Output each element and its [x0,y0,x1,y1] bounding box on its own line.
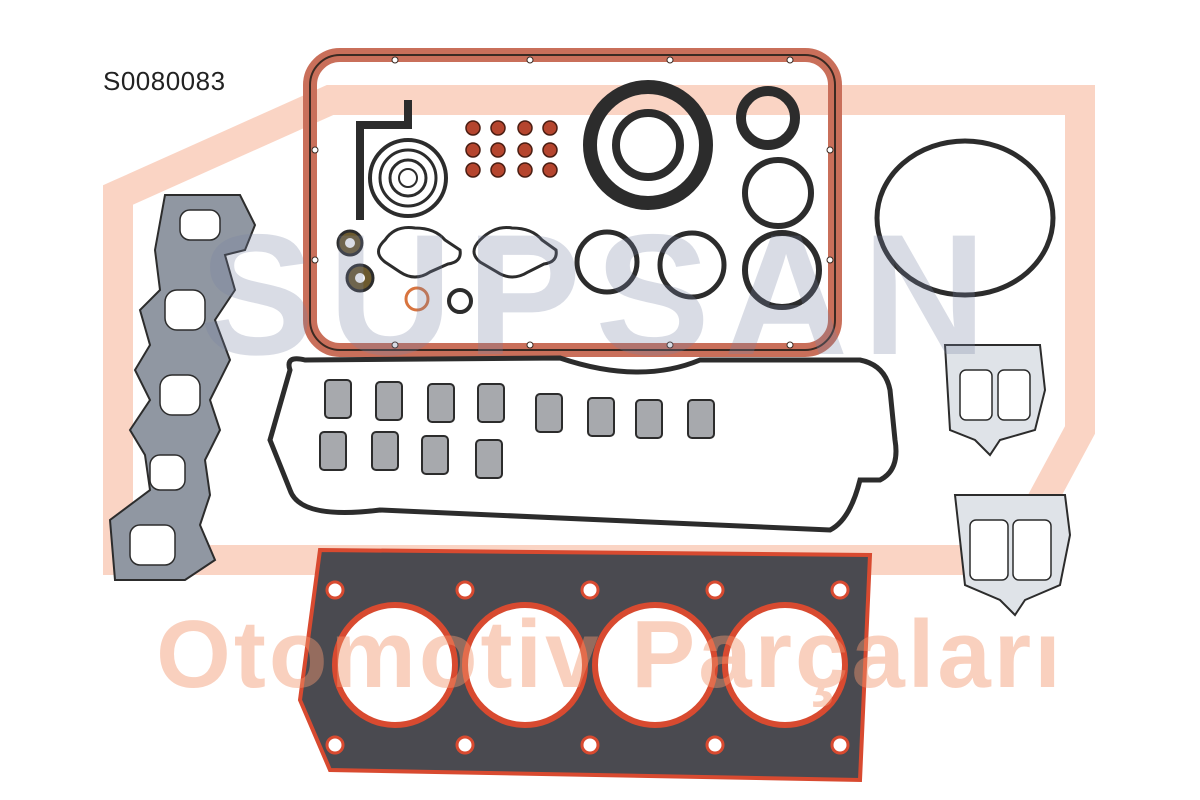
valve-cover-gasket [267,355,899,533]
large-o-ring [874,138,1056,298]
crankshaft-seal [583,80,713,210]
middle-o-rings [574,229,727,300]
seal-strip [356,100,412,220]
small-seals [336,229,473,314]
o-ring-set [368,138,448,218]
part-number-label: S0080083 [103,66,226,96]
camshaft-seal [736,86,800,150]
o-ring-column [742,157,822,310]
valve-clips [319,379,715,479]
watermark-tagline: Otomotiv Parçaları [156,601,1064,708]
flange-gaskets [377,226,558,279]
watermark-brand: SUPSAN [199,199,1001,391]
head-gasket [297,547,873,783]
valve-stem-seals [465,120,558,178]
